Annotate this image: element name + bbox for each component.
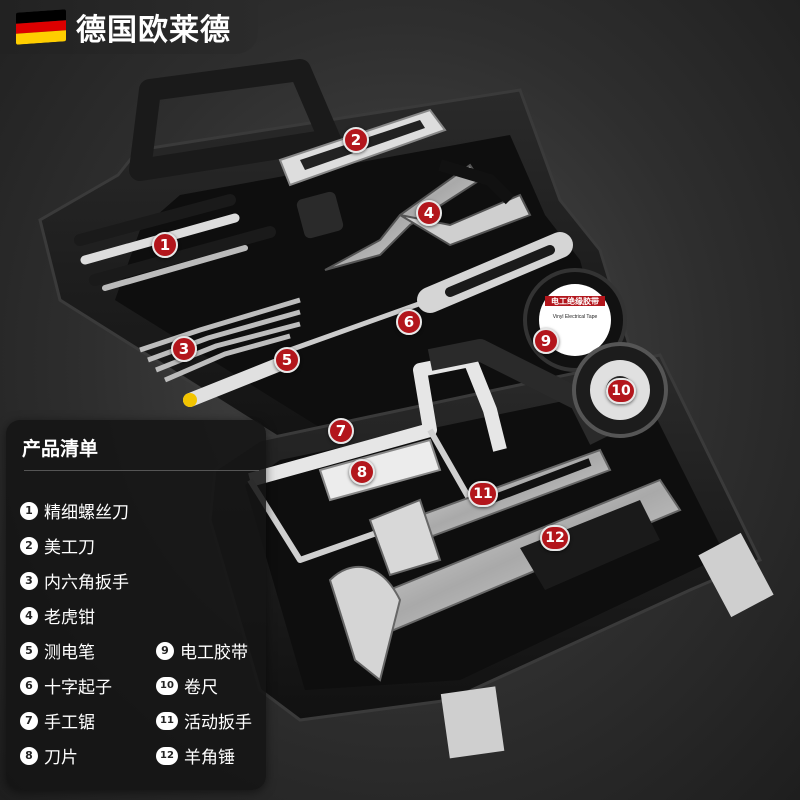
list-item: 5 测电笔 <box>20 638 95 663</box>
badge-12: 12 <box>540 525 570 551</box>
badge-7: 7 <box>328 418 354 444</box>
item-number: 9 <box>156 641 174 660</box>
item-number: 5 <box>20 641 38 660</box>
item-label: 刀片 <box>44 748 78 768</box>
list-item: 10 卷尺 <box>156 673 218 698</box>
list-item: 6 十字起子 <box>20 673 112 698</box>
badge-5: 5 <box>274 347 300 373</box>
badge-4: 4 <box>416 200 442 226</box>
item-number: 11 <box>156 711 178 730</box>
badge-6: 6 <box>396 309 422 335</box>
item-number: 1 <box>20 501 38 520</box>
list-item: 1 精细螺丝刀 <box>20 498 129 523</box>
product-list-title: 产品清单 <box>22 434 260 471</box>
badge-10: 10 <box>606 378 636 404</box>
item-label: 手工锯 <box>44 713 95 733</box>
badge-8: 8 <box>349 459 375 485</box>
item-label: 老虎钳 <box>44 608 95 628</box>
product-list-panel: 产品清单 1 精细螺丝刀 2 美工刀 3 内六角扳手 4 老虎钳 5 测电笔 6… <box>6 420 266 790</box>
tape-brand: WORCRAFT <box>558 290 593 296</box>
brand-header: 德国欧莱德 <box>0 0 258 54</box>
list-item: 11 活动扳手 <box>156 708 252 733</box>
badge-11: 11 <box>468 481 498 507</box>
list-item: 3 内六角扳手 <box>20 568 129 593</box>
item-label: 活动扳手 <box>184 713 252 733</box>
badge-9: 9 <box>533 328 559 354</box>
item-label: 电工胶带 <box>180 643 248 663</box>
list-item: 7 手工锯 <box>20 708 95 733</box>
item-number: 2 <box>20 536 38 555</box>
badge-3: 3 <box>171 336 197 362</box>
item-label: 精细螺丝刀 <box>44 503 129 523</box>
list-item: 8 刀片 <box>20 743 78 768</box>
item-number: 8 <box>20 746 38 765</box>
voltage-tester <box>183 353 297 407</box>
item-label: 美工刀 <box>44 538 95 558</box>
claw-hammer <box>328 478 682 682</box>
pliers <box>324 159 532 271</box>
badge-2: 2 <box>343 127 369 153</box>
list-item: 12 羊角锤 <box>156 743 235 768</box>
screwdriver <box>289 232 573 353</box>
knife-blades <box>318 438 442 502</box>
item-number: 10 <box>156 676 178 695</box>
list-item: 2 美工刀 <box>20 533 95 558</box>
item-number: 4 <box>20 606 38 625</box>
brand-name: 德国欧莱德 <box>76 13 231 48</box>
badge-1: 1 <box>152 232 178 258</box>
item-number: 3 <box>20 571 38 590</box>
item-number: 12 <box>156 746 178 765</box>
precision-screwdrivers <box>74 194 276 291</box>
hex-keys <box>139 297 301 383</box>
item-label: 内六角扳手 <box>44 573 129 593</box>
item-label: 羊角锤 <box>184 748 235 768</box>
list-item: 9 电工胶带 <box>156 638 248 663</box>
item-number: 7 <box>20 711 38 730</box>
tape-title: 电工绝缘胶带 <box>551 296 599 306</box>
tape-subtitle: Vinyl Electrical Tape <box>553 314 598 320</box>
item-label: 十字起子 <box>44 678 112 698</box>
item-number: 6 <box>20 676 38 695</box>
item-label: 测电笔 <box>44 643 95 663</box>
item-label: 卷尺 <box>184 678 218 698</box>
list-item: 4 老虎钳 <box>20 603 95 628</box>
